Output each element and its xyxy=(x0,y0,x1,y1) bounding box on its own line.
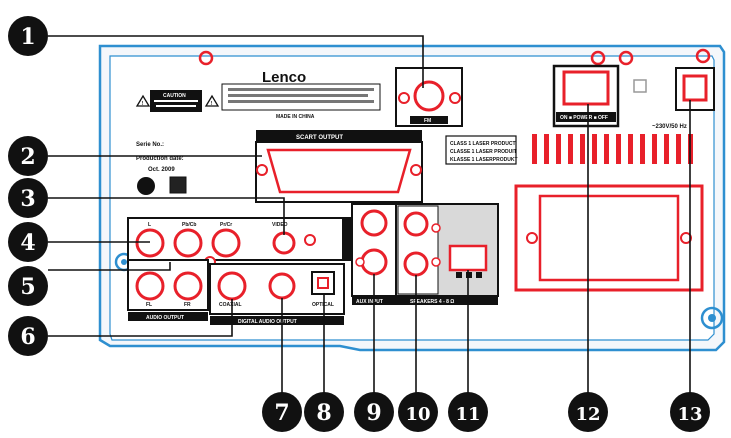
svg-text:COAXIAL: COAXIAL xyxy=(219,302,242,308)
svg-text:Pb/Cb: Pb/Cb xyxy=(182,222,196,228)
svg-text:8: 8 xyxy=(316,400,331,426)
callout-7: 7 xyxy=(262,392,302,432)
svg-text:SPEAKERS 4 - 8 Ω: SPEAKERS 4 - 8 Ω xyxy=(410,299,454,305)
svg-text:Pr/Cr: Pr/Cr xyxy=(220,222,232,228)
serial-area: Serie No.: Production date: Oct. 2009 xyxy=(136,142,187,195)
svg-text:10: 10 xyxy=(405,404,430,425)
svg-text:!: ! xyxy=(142,101,144,107)
production-date: Oct. 2009 xyxy=(148,167,175,173)
coaxial-jack xyxy=(217,271,247,301)
callout-lines xyxy=(48,35,691,394)
ground-screw xyxy=(137,177,155,195)
svg-text:1: 1 xyxy=(20,24,35,50)
warning-icon xyxy=(135,94,151,107)
power-switch: ON ■ POWER ■ OFF xyxy=(552,64,647,128)
mount-hole-right xyxy=(700,306,724,330)
screws xyxy=(198,48,711,66)
fm-antenna-jack: FM xyxy=(395,67,463,127)
callout-3: 3 xyxy=(8,178,48,218)
svg-text:OPTICAL: OPTICAL xyxy=(312,302,334,308)
svg-text:12: 12 xyxy=(575,404,600,425)
svg-text:KLASSE 1 LASERPRODUKT: KLASSE 1 LASERPRODUKT xyxy=(450,157,518,163)
callout-12: 12 xyxy=(568,392,608,432)
brand-logo: Lenco xyxy=(262,69,306,86)
rca-jack-fr xyxy=(173,271,203,301)
made-in-label: MADE IN CHINA xyxy=(276,114,315,120)
svg-text:VIDEO: VIDEO xyxy=(272,222,288,228)
svg-text:7: 7 xyxy=(274,400,289,426)
svg-text:9: 9 xyxy=(366,400,381,426)
callout-2: 2 xyxy=(8,136,48,176)
svg-text:AUDIO OUTPUT: AUDIO OUTPUT xyxy=(146,315,184,321)
ground-terminal xyxy=(169,176,187,194)
caution-label: CAUTION xyxy=(163,93,186,99)
callout-6: 6 xyxy=(8,316,48,356)
av-output-block: L Pb/Cb Pr/Cr VIDEO FL FR AUDIO OUTPUT C… xyxy=(127,217,351,325)
callout-4: 4 xyxy=(8,222,48,262)
callout-8: 8 xyxy=(304,392,344,432)
svg-text:3: 3 xyxy=(20,186,35,212)
rca-jack-video xyxy=(272,231,296,255)
ac-inlet: ~230V/50 Hz xyxy=(652,67,715,130)
rca-jack-l xyxy=(135,228,165,258)
speaker-terminal-block: SPEAKERS 4 - 8 Ω xyxy=(395,203,499,305)
svg-text:!: ! xyxy=(211,101,213,107)
callout-1: 1 xyxy=(8,16,48,56)
svg-text:11: 11 xyxy=(455,404,480,425)
voltage-label: ~230V/50 Hz xyxy=(652,124,687,130)
production-label: Production date: xyxy=(136,156,184,162)
svg-text:6: 6 xyxy=(20,324,35,350)
rca-jack-fl xyxy=(135,271,165,301)
rca-jack-pb xyxy=(173,228,203,258)
svg-text:2: 2 xyxy=(20,144,35,170)
svg-text:DIGITAL AUDIO OUTPUT: DIGITAL AUDIO OUTPUT xyxy=(238,319,297,325)
callout-11: 11 xyxy=(448,392,488,432)
callout-10: 10 xyxy=(398,392,438,432)
rating-label: Lenco MADE IN CHINA ! CAUTION ! xyxy=(135,69,381,120)
cover-plate xyxy=(514,184,704,292)
svg-text:CLASS 1 LASER PRODUCT: CLASS 1 LASER PRODUCT xyxy=(450,141,516,147)
svg-text:AUX INPUT: AUX INPUT xyxy=(356,299,383,305)
rca-jack-pr xyxy=(211,228,241,258)
svg-text:ON ■ POWER ■ OFF: ON ■ POWER ■ OFF xyxy=(560,115,608,121)
svg-text:FM: FM xyxy=(424,118,431,124)
scart-label: SCART OUTPUT xyxy=(296,135,343,141)
svg-text:CLASSE 1 LASER PRODUIT: CLASSE 1 LASER PRODUIT xyxy=(450,149,517,155)
svg-text:FL: FL xyxy=(146,302,152,308)
callout-13: 13 xyxy=(670,392,710,432)
callout-5: 5 xyxy=(8,266,48,306)
laser-label: CLASS 1 LASER PRODUCT CLASSE 1 LASER PRO… xyxy=(445,135,518,165)
serial-label: Serie No.: xyxy=(136,142,164,148)
svg-text:13: 13 xyxy=(677,404,702,425)
svg-text:5: 5 xyxy=(20,274,35,300)
svg-text:FR: FR xyxy=(184,302,191,308)
callout-9: 9 xyxy=(354,392,394,432)
svg-text:L: L xyxy=(148,222,151,228)
svg-text:4: 4 xyxy=(20,230,35,256)
warning-icon xyxy=(204,94,220,107)
scart-output: SCART OUTPUT xyxy=(255,130,423,203)
